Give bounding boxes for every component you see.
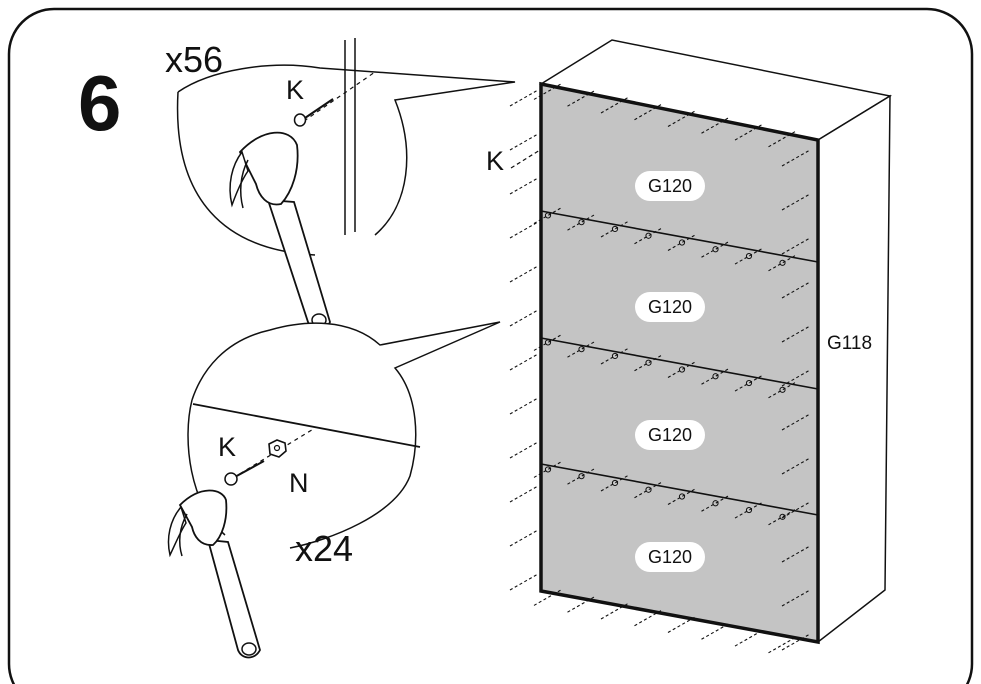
back-panel-label: G120 xyxy=(635,171,705,201)
nut-marker xyxy=(678,239,686,246)
nail-quantity-label: x56 xyxy=(165,39,224,80)
bottom-callout-bubble xyxy=(191,321,501,549)
nut-marker xyxy=(544,466,552,473)
hammer-icon xyxy=(229,131,331,332)
nut-marker xyxy=(779,386,786,393)
nail-icon xyxy=(293,98,334,127)
nut-quantity-label: x24 xyxy=(295,528,354,569)
back-panel-label: G120 xyxy=(635,542,705,572)
nut-marker xyxy=(712,373,719,380)
cabinet xyxy=(509,39,893,654)
nail-marker xyxy=(509,309,539,327)
nut-marker xyxy=(712,246,719,253)
nut-marker xyxy=(745,379,753,387)
nut-marker xyxy=(745,506,753,514)
nut-icon xyxy=(268,439,287,458)
nail-marker xyxy=(509,177,539,195)
nut-marker xyxy=(611,479,619,487)
nail-marker xyxy=(768,636,797,654)
nut-marker xyxy=(779,259,786,266)
nut-marker xyxy=(578,346,585,353)
nut-marker xyxy=(745,252,753,260)
nail-path xyxy=(303,71,376,122)
top-callout-arc xyxy=(176,91,316,256)
frame-border xyxy=(7,7,974,684)
hammer-icon xyxy=(167,489,261,659)
side-panel xyxy=(817,94,891,644)
top-callout-bubble xyxy=(177,64,516,236)
k-label-pointer xyxy=(510,149,541,169)
panel-seam-line xyxy=(192,403,421,448)
nut-marker xyxy=(611,352,619,360)
nut-marker xyxy=(678,366,686,373)
nail-marker xyxy=(509,265,539,283)
nail-marker xyxy=(509,573,539,591)
bottom-callout xyxy=(167,321,501,659)
nail-part-label: K xyxy=(286,75,305,105)
nut-part-label: N xyxy=(289,468,309,498)
nut-marker xyxy=(678,493,686,500)
back-panel-label: G120 xyxy=(635,420,705,450)
nut-marker xyxy=(645,232,652,239)
nut-marker xyxy=(578,219,585,226)
nail-marker xyxy=(509,529,539,547)
nail-markers xyxy=(509,82,811,654)
nail-marker xyxy=(509,221,539,239)
nail-marker xyxy=(509,397,539,415)
nut-marker xyxy=(712,500,719,507)
nail-icon xyxy=(224,460,265,486)
step-number: 6 xyxy=(78,59,122,147)
nail-marker xyxy=(509,353,539,371)
nail-marker xyxy=(509,133,539,151)
nut-marker xyxy=(645,486,652,493)
nail-marker xyxy=(509,89,539,107)
nut-marker xyxy=(544,339,552,346)
nut-marker xyxy=(578,473,585,480)
nail-marker xyxy=(509,441,539,459)
nail-marker xyxy=(509,485,539,503)
nail-pointer-label: K xyxy=(486,146,505,176)
nut-marker xyxy=(645,359,652,366)
nut-marker xyxy=(611,225,619,233)
nut-marker xyxy=(544,212,552,219)
nut-marker xyxy=(779,513,786,520)
back-panel-label: G120 xyxy=(635,292,705,322)
nail-part-label: K xyxy=(218,432,237,462)
side-panel-label: G118 xyxy=(827,333,873,354)
top-callout xyxy=(176,38,516,332)
